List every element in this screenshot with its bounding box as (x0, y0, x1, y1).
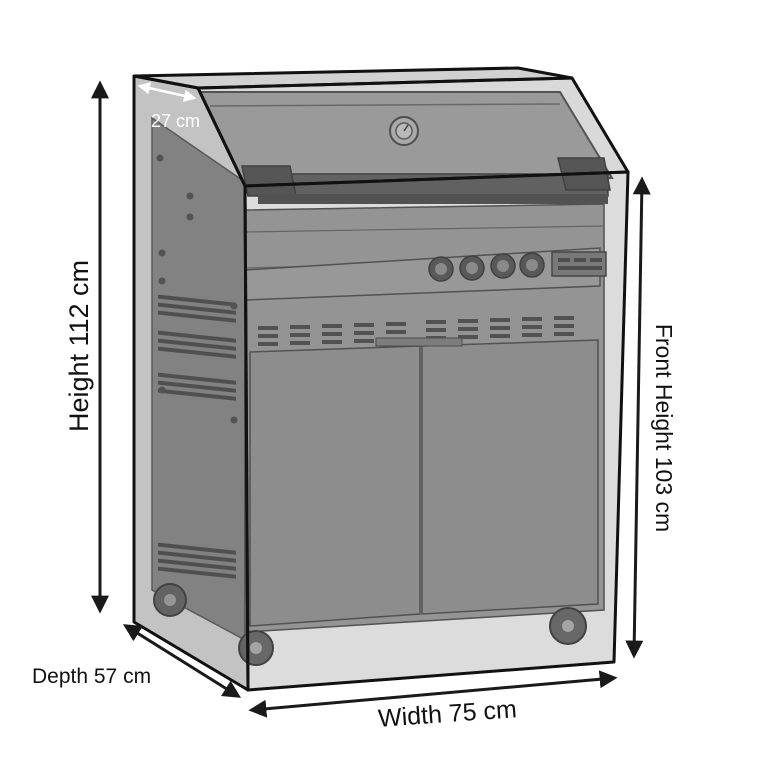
left-cabinet-door (249, 345, 421, 627)
lid-handle (241, 157, 611, 204)
right-cabinet-door (421, 339, 599, 615)
control-display (551, 251, 607, 277)
grill (151, 91, 614, 666)
front-height-arrow (625, 176, 651, 659)
depth-label: Depth 57 cm (32, 665, 151, 688)
top-depth-arrow (137, 82, 197, 102)
control-knob-icon (428, 252, 545, 282)
cover-left-side (132, 74, 250, 692)
dimension-arrows (91, 80, 651, 718)
depth-arrow (122, 624, 242, 698)
top-depth-label: 27 cm (151, 111, 200, 131)
cover-slope (196, 76, 630, 188)
front-height-label: Front Height 103 cm (651, 324, 677, 532)
side-vents (158, 294, 236, 579)
thermometer-icon (389, 116, 419, 146)
width-arrow (248, 670, 618, 718)
grill-cover (132, 66, 630, 692)
width-label: Width 75 cm (377, 695, 518, 733)
height-label: Height 112 cm (64, 260, 94, 432)
front-vents (258, 316, 574, 346)
cover-front (243, 170, 630, 692)
side-bolts (156, 154, 238, 424)
